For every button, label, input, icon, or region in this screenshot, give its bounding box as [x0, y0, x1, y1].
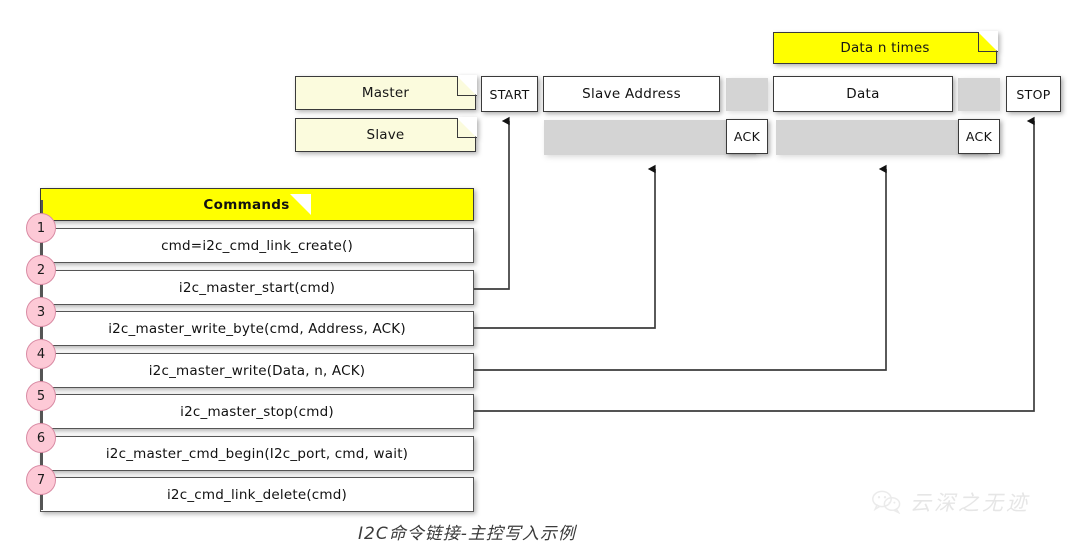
slave-activation-bar-1 — [544, 120, 756, 155]
lane-note-slave: Slave — [295, 117, 477, 152]
command-row-5[interactable]: i2c_master_stop(cmd) — [40, 394, 474, 429]
command-row-4-label: i2c_master_write(Data, n, ACK) — [148, 362, 366, 379]
frame-start-label: START — [489, 86, 530, 102]
step-badge-4-number: 4 — [36, 346, 46, 362]
frame-ack-1: ACK — [726, 119, 768, 154]
step-badge-7: 7 — [26, 465, 56, 495]
step-badge-1: 1 — [26, 213, 56, 243]
command-row-2[interactable]: i2c_master_start(cmd) — [40, 270, 474, 305]
frame-stop: STOP — [1006, 76, 1061, 112]
step-badge-3: 3 — [26, 297, 56, 327]
command-row-4[interactable]: i2c_master_write(Data, n, ACK) — [40, 353, 474, 388]
step-badge-6-number: 6 — [36, 430, 46, 446]
step-badge-5: 5 — [26, 381, 56, 411]
commands-header: Commands — [40, 188, 474, 221]
command-row-2-label: i2c_master_start(cmd) — [178, 279, 336, 296]
fold-mask — [289, 194, 311, 215]
step-badge-7-number: 7 — [36, 472, 46, 488]
frame-ack-2: ACK — [958, 119, 1000, 154]
fold-mask — [456, 75, 477, 96]
step-badge-2: 2 — [26, 255, 56, 285]
command-row-6[interactable]: i2c_master_cmd_begin(I2c_port, cmd, wait… — [40, 436, 474, 471]
frame-start: START — [481, 76, 538, 112]
fold-mask — [977, 31, 998, 52]
command-row-1[interactable]: cmd=i2c_cmd_link_create() — [40, 228, 474, 263]
command-row-3-label: i2c_master_write_byte(cmd, Address, ACK) — [108, 320, 406, 337]
fold-corner — [456, 75, 477, 96]
master-gap-block-1 — [726, 78, 768, 111]
command-row-7-label: i2c_cmd_link_delete(cmd) — [166, 486, 348, 503]
step-badge-1-number: 1 — [36, 220, 46, 236]
frame-ack-1-label: ACK — [733, 129, 761, 144]
commands-header-label: Commands — [203, 196, 290, 213]
fold-mask — [456, 117, 477, 138]
frame-data-label: Data — [846, 86, 880, 102]
wechat-icon — [872, 490, 901, 514]
step-badge-6: 6 — [26, 423, 56, 453]
step-badge-4: 4 — [26, 339, 56, 369]
command-row-3[interactable]: i2c_master_write_byte(cmd, Address, ACK) — [40, 311, 474, 346]
lane-note-master: Master — [295, 75, 477, 110]
group-note-label: Data n times — [840, 40, 930, 56]
frame-data: Data — [773, 76, 953, 112]
slave-activation-bar-2 — [776, 120, 988, 155]
lane-note-slave-label: Slave — [366, 127, 405, 143]
watermark-text: 云深之无迹 — [910, 491, 1030, 515]
command-row-1-label: cmd=i2c_cmd_link_create() — [161, 237, 353, 254]
figure-caption: I2C命令链接-主控写入示例 — [358, 524, 576, 544]
frame-ack-2-label: ACK — [965, 129, 993, 144]
frame-stop-label: STOP — [1016, 86, 1051, 102]
fold-corner — [977, 31, 998, 52]
master-gap-block-2 — [958, 78, 1000, 111]
watermark: 云深之无迹 — [872, 487, 1030, 517]
command-row-6-label: i2c_master_cmd_begin(I2c_port, cmd, wait… — [105, 445, 409, 462]
command-row-5-label: i2c_master_stop(cmd) — [180, 403, 334, 420]
frame-slave-address: Slave Address — [543, 76, 720, 112]
lane-note-master-label: Master — [361, 85, 410, 101]
step-badge-2-number: 2 — [36, 262, 46, 278]
command-row-7[interactable]: i2c_cmd_link_delete(cmd) — [40, 477, 474, 512]
step-badge-3-number: 3 — [36, 304, 46, 320]
step-badge-5-number: 5 — [36, 388, 46, 404]
frame-slave-address-label: Slave Address — [582, 86, 681, 102]
fold-corner — [456, 117, 477, 138]
group-note-data-n-times: Data n times — [773, 31, 998, 64]
